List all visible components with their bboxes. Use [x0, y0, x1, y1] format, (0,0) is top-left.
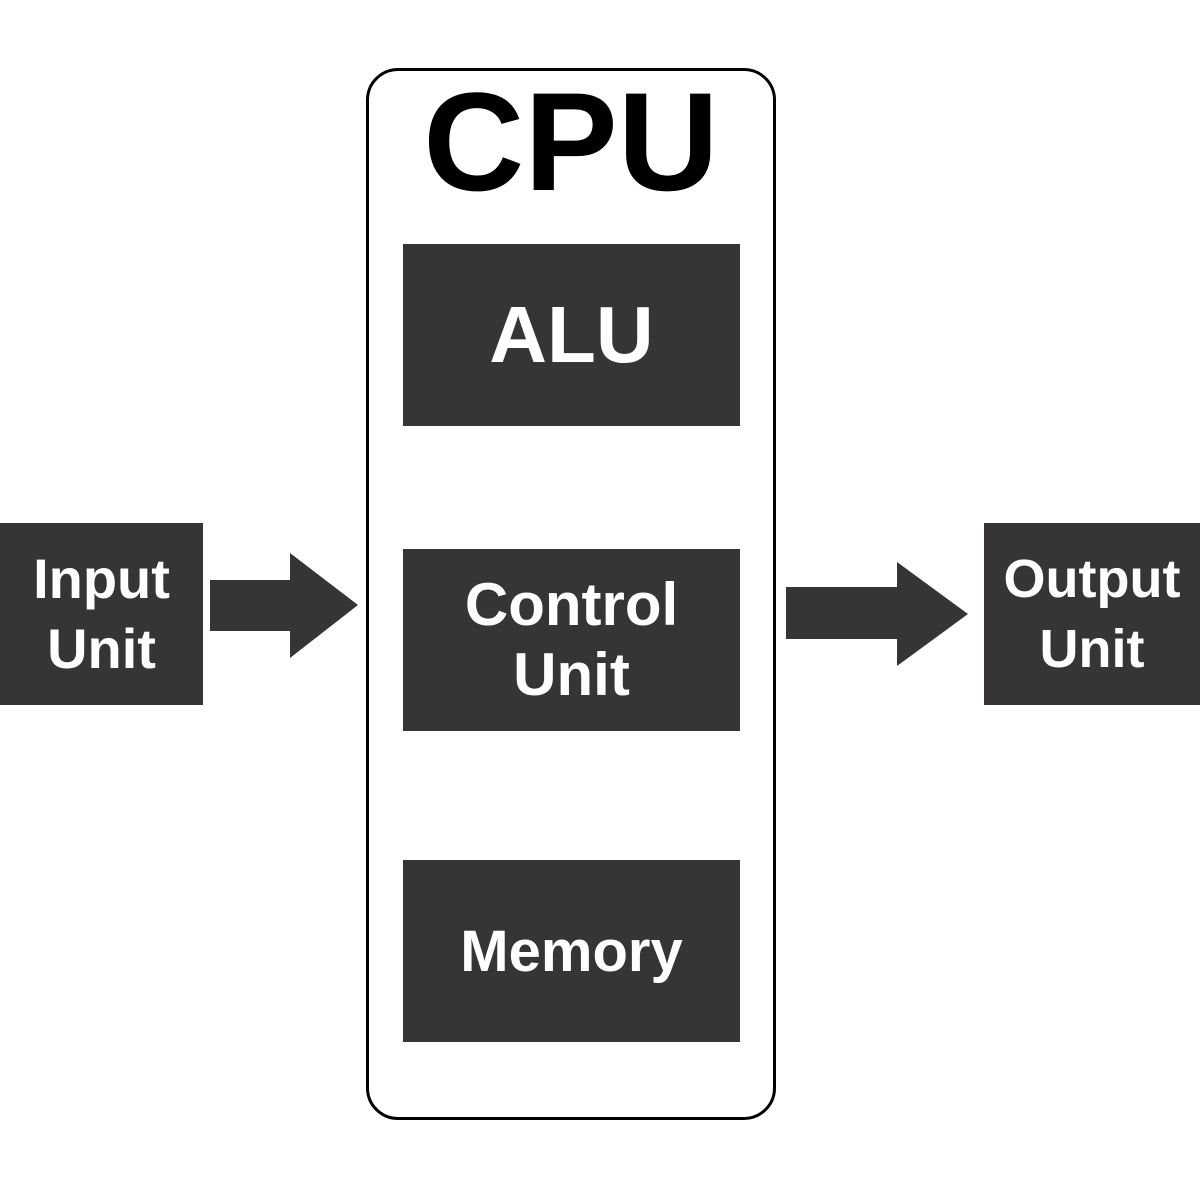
output-unit-label-line2: Unit	[1039, 619, 1145, 679]
memory-block: Memory	[403, 860, 740, 1042]
cpu-container	[366, 68, 776, 1120]
cpu-to-output-arrow	[786, 562, 968, 666]
input-unit-label-line2: Unit	[47, 617, 156, 680]
memory-label: Memory	[460, 918, 683, 984]
alu-block: ALU	[403, 244, 740, 426]
input-unit-label-line1: Input	[33, 547, 170, 610]
control-unit-label-line2: Unit	[513, 641, 630, 708]
input-to-cpu-arrow	[210, 553, 358, 658]
control-unit-block: Control Unit	[403, 549, 740, 731]
cpu-title: CPU	[423, 63, 719, 220]
input-unit-block: Input Unit	[0, 523, 203, 705]
control-unit-label-line1: Control	[464, 571, 679, 638]
output-unit-label-line1: Output	[1003, 549, 1181, 609]
output-unit-block: Output Unit	[984, 523, 1200, 705]
alu-label: ALU	[489, 290, 654, 379]
